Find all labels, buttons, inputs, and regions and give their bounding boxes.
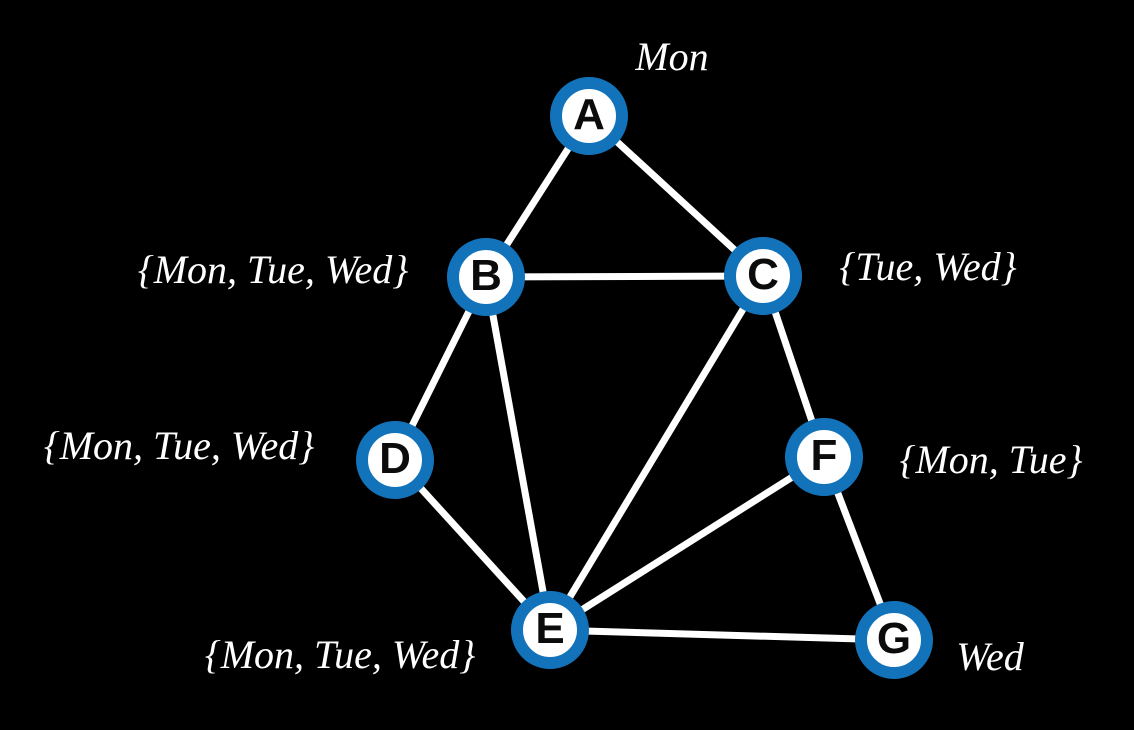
domain-label-D: {Mon, Tue, Wed} (43, 423, 315, 468)
node-D: D (356, 421, 434, 499)
domain-label-C: {Tue, Wed} (839, 244, 1017, 289)
node-letter-E: E (535, 604, 565, 653)
node-letter-G: G (876, 614, 912, 663)
edge-C-E (547, 274, 766, 632)
node-A: A (550, 77, 628, 155)
domain-label-E: {Mon, Tue, Wed} (204, 632, 476, 677)
node-letter-D: D (379, 434, 411, 483)
node-letter-A: A (573, 90, 605, 139)
edge-E-F (548, 454, 826, 633)
domain-label-F: {Mon, Tue} (899, 437, 1083, 482)
domain-label-A: Mon (635, 34, 709, 79)
node-letter-C: C (747, 250, 779, 299)
edge-E-G (549, 626, 895, 644)
edge-B-E (482, 276, 554, 631)
edge-B-C (485, 272, 764, 281)
node-E: E (511, 591, 589, 669)
node-G: G (855, 601, 933, 679)
node-B: B (447, 238, 525, 316)
domain-label-G: Wed (956, 634, 1024, 679)
node-C: C (724, 237, 802, 315)
node-F: F (785, 418, 863, 496)
node-letter-F: F (810, 431, 838, 480)
node-letter-B: B (470, 251, 502, 300)
domain-label-B: {Mon, Tue, Wed} (137, 247, 409, 292)
